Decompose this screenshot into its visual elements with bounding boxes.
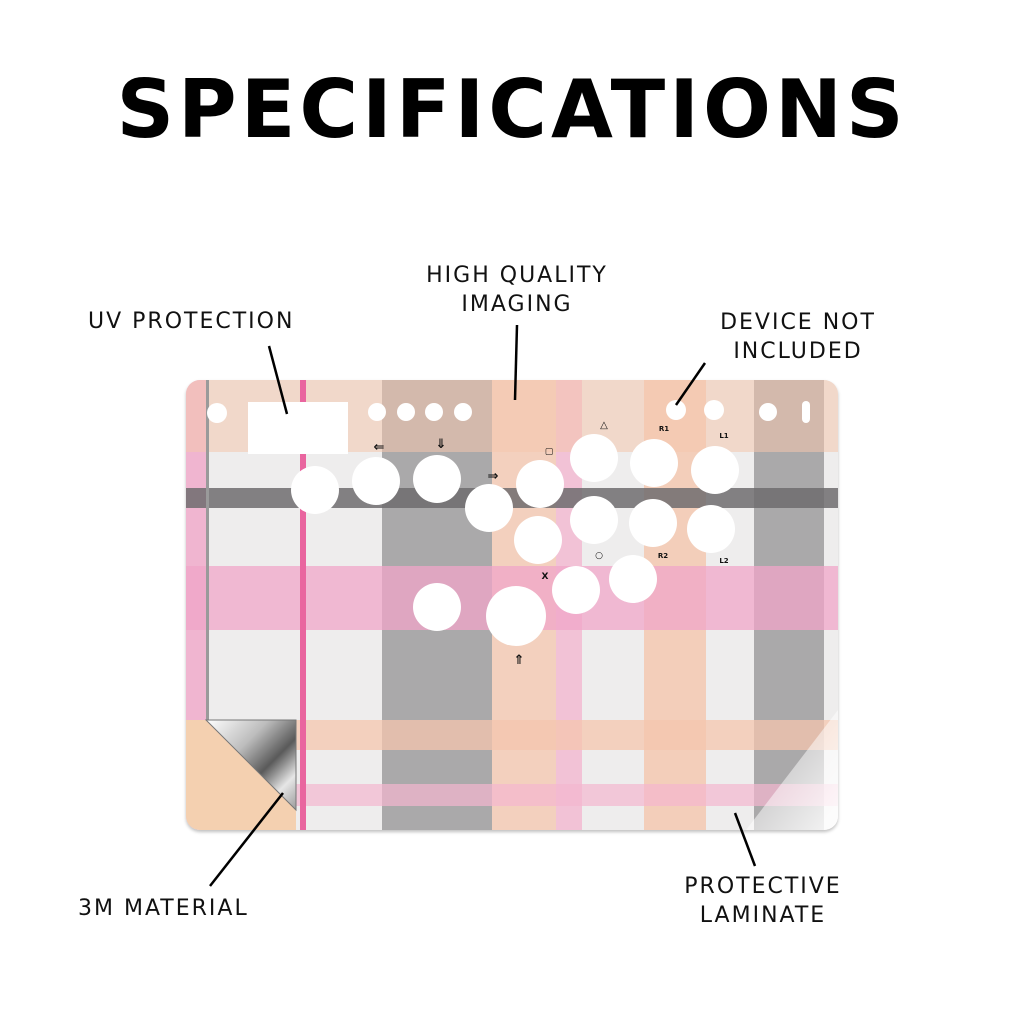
peeled-corner bbox=[204, 719, 297, 812]
button-hole bbox=[291, 466, 339, 514]
button-hole bbox=[687, 505, 735, 553]
laminate-leader bbox=[733, 812, 757, 867]
device-leader bbox=[674, 362, 707, 406]
left-arrow-marker: ⇐ bbox=[374, 440, 385, 455]
imaging-leader bbox=[513, 324, 519, 401]
button-hole bbox=[629, 499, 677, 547]
square-marker: ▢ bbox=[545, 447, 554, 457]
uv-protection-label: UV PROTECTION bbox=[88, 309, 295, 334]
button-hole bbox=[465, 484, 513, 532]
fightstick-skin-panel: ⇐ ⇓ ⇒ ⇑ ▢ △ ○ X R1 L1 R2 L2 bbox=[186, 380, 838, 830]
r1-marker: R1 bbox=[659, 425, 669, 433]
l1-marker: L1 bbox=[719, 432, 728, 440]
button-hole bbox=[516, 460, 564, 508]
button-hole bbox=[413, 455, 461, 503]
3m-material-label: 3M MATERIAL bbox=[78, 896, 249, 921]
button-hole bbox=[570, 496, 618, 544]
protective-laminate-label: PROTECTIVE LAMINATE bbox=[684, 874, 842, 928]
button-hole bbox=[630, 439, 678, 487]
down-arrow-marker: ⇓ bbox=[436, 437, 447, 452]
page-title: SPECIFICATIONS bbox=[116, 63, 908, 156]
l2-marker: L2 bbox=[719, 557, 728, 565]
3m-leader bbox=[209, 792, 284, 887]
device-not-included-label: DEVICE NOT INCLUDED bbox=[720, 310, 876, 364]
triangle-marker: △ bbox=[600, 420, 608, 431]
uv-leader bbox=[267, 345, 289, 415]
button-hole bbox=[352, 457, 400, 505]
button-hole bbox=[413, 583, 461, 631]
button-hole bbox=[570, 434, 618, 482]
high-quality-imaging-label: HIGH QUALITY IMAGING bbox=[426, 263, 608, 317]
r2-marker: R2 bbox=[658, 552, 668, 560]
button-hole bbox=[552, 566, 600, 614]
plaid-skin-artwork: ⇐ ⇓ ⇒ ⇑ ▢ △ ○ X R1 L1 R2 L2 bbox=[186, 380, 838, 830]
button-hole bbox=[691, 446, 739, 494]
screen-cutout bbox=[248, 402, 348, 454]
button-hole bbox=[609, 555, 657, 603]
button-hole bbox=[486, 586, 546, 646]
cross-marker: X bbox=[542, 572, 549, 582]
circle-marker: ○ bbox=[595, 551, 603, 561]
right-arrow-marker: ⇒ bbox=[488, 469, 499, 484]
button-hole bbox=[514, 516, 562, 564]
laminate-corner bbox=[746, 710, 838, 830]
up-arrow-marker: ⇑ bbox=[514, 653, 525, 668]
